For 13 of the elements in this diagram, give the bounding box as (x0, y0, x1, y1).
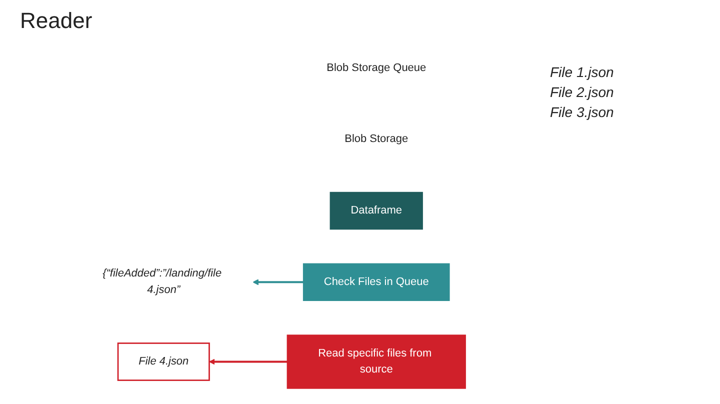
slide-title: Reader (20, 8, 92, 34)
node-box: Read specific files from source (286, 334, 466, 389)
node-box: File 4.json (117, 342, 210, 381)
file-name: File 3.json (550, 104, 615, 120)
arrow (252, 279, 304, 286)
node-box: Dataframe (330, 192, 423, 230)
node-text: Blob Storage (344, 133, 408, 145)
arrow (208, 358, 288, 365)
file-name: File 2.json (550, 84, 615, 100)
node-text: {“fileAdded”:”/landing/file 4.json” (102, 268, 222, 296)
file-name: File 1.json (550, 64, 615, 80)
node-text: Blob Storage Queue (326, 62, 426, 74)
node-box: Check Files in Queue (302, 263, 450, 301)
